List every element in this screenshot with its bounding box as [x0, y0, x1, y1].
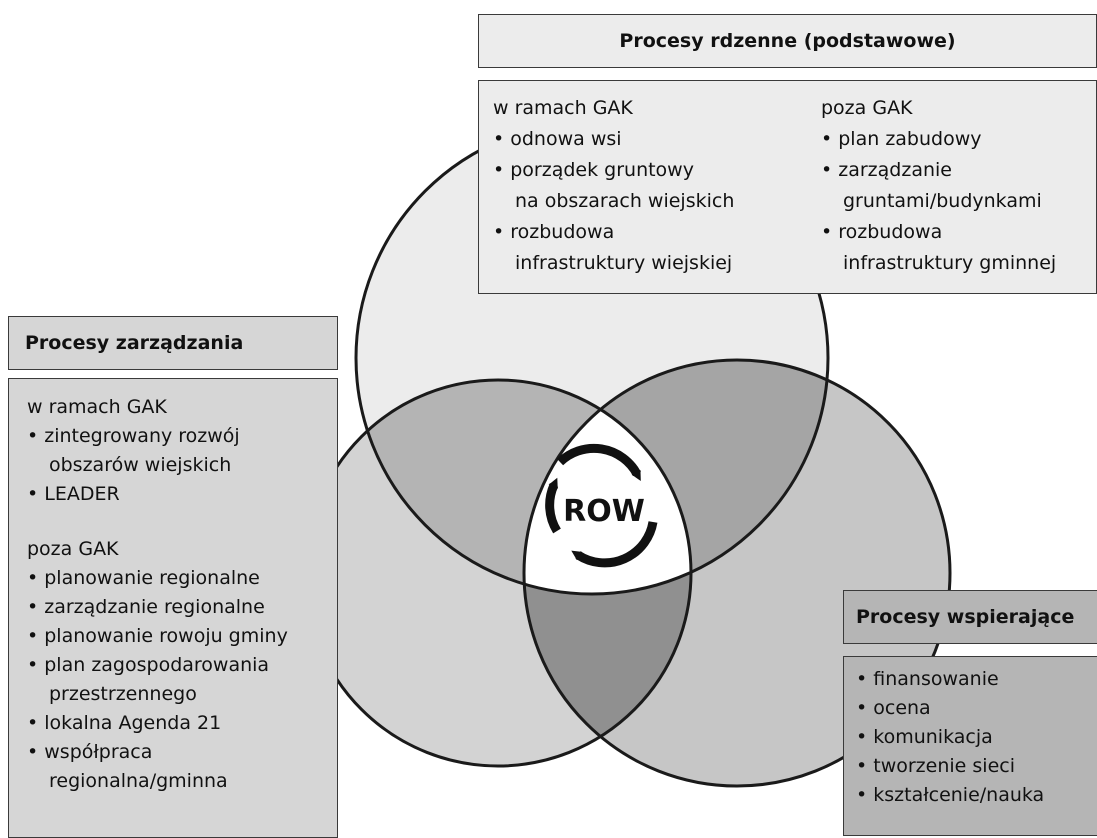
support-item: komunikacja: [856, 723, 1097, 752]
cycle-arrows-icon: [545, 443, 658, 568]
management-outside-item: współpraca: [27, 738, 337, 767]
management-processes-title: Procesy zarządzania: [25, 332, 244, 354]
management-inside-item: LEADER: [27, 480, 337, 509]
support-item: tworzenie sieci: [856, 752, 1097, 781]
center-label: ROW: [563, 494, 645, 529]
core-processes-title: Procesy rdzenne (podstawowe): [619, 30, 956, 52]
support-item: finansowanie: [856, 665, 1097, 694]
management-outside-item: planowanie rowoju gminy: [27, 622, 337, 651]
management-outside-item: planowanie regionalne: [27, 564, 337, 593]
management-outside-item: plan zagospodarowania: [27, 651, 337, 680]
core-outside-column: poza GAK plan zabudowy zarządzanie grunt…: [821, 93, 1056, 279]
core-outside-item: rozbudowa: [821, 217, 1056, 248]
management-inside-item: zintegrowany rozwój: [27, 422, 337, 451]
management-outside-heading: poza GAK: [27, 538, 119, 560]
management-processes-box: w ramach GAK zintegrowany rozwój obszaró…: [8, 378, 338, 838]
management-outside-item-cont: przestrzennego: [49, 683, 197, 705]
core-outside-item-cont: gruntami/budynkami: [843, 190, 1042, 212]
core-outside-item-cont: infrastruktury gminnej: [843, 252, 1057, 274]
management-inside-item-cont: obszarów wiejskich: [49, 454, 232, 476]
core-inside-item-cont: infrastruktury wiejskiej: [515, 252, 733, 274]
management-inside-heading: w ramach GAK: [27, 396, 167, 418]
core-inside-item: rozbudowa: [493, 217, 734, 248]
core-processes-box: w ramach GAK odnowa wsi porządek gruntow…: [478, 80, 1097, 294]
core-inside-item-cont: na obszarach wiejskich: [515, 190, 735, 212]
support-processes-title: Procesy wspierające: [856, 606, 1075, 628]
core-inside-column: w ramach GAK odnowa wsi porządek gruntow…: [493, 93, 734, 279]
core-inside-heading: w ramach GAK: [493, 97, 633, 119]
support-processes-header: Procesy wspierające: [843, 590, 1097, 644]
core-outside-item: plan zabudowy: [821, 124, 1056, 155]
core-inside-item: porządek gruntowy: [493, 155, 734, 186]
management-outside-item: lokalna Agenda 21: [27, 709, 337, 738]
core-outside-heading: poza GAK: [821, 97, 913, 119]
core-inside-item: odnowa wsi: [493, 124, 734, 155]
overlap-center: [524, 380, 691, 594]
core-outside-item: zarządzanie: [821, 155, 1056, 186]
management-processes-header: Procesy zarządzania: [8, 316, 338, 370]
management-outside-item-cont: regionalna/gminna: [49, 770, 228, 792]
support-processes-box: finansowanie ocena komunikacja tworzenie…: [843, 656, 1097, 836]
spacer: [27, 509, 337, 535]
management-outside-item: zarządzanie regionalne: [27, 593, 337, 622]
support-item: kształcenie/nauka: [856, 781, 1097, 810]
core-processes-header: Procesy rdzenne (podstawowe): [478, 14, 1097, 68]
support-item: ocena: [856, 694, 1097, 723]
